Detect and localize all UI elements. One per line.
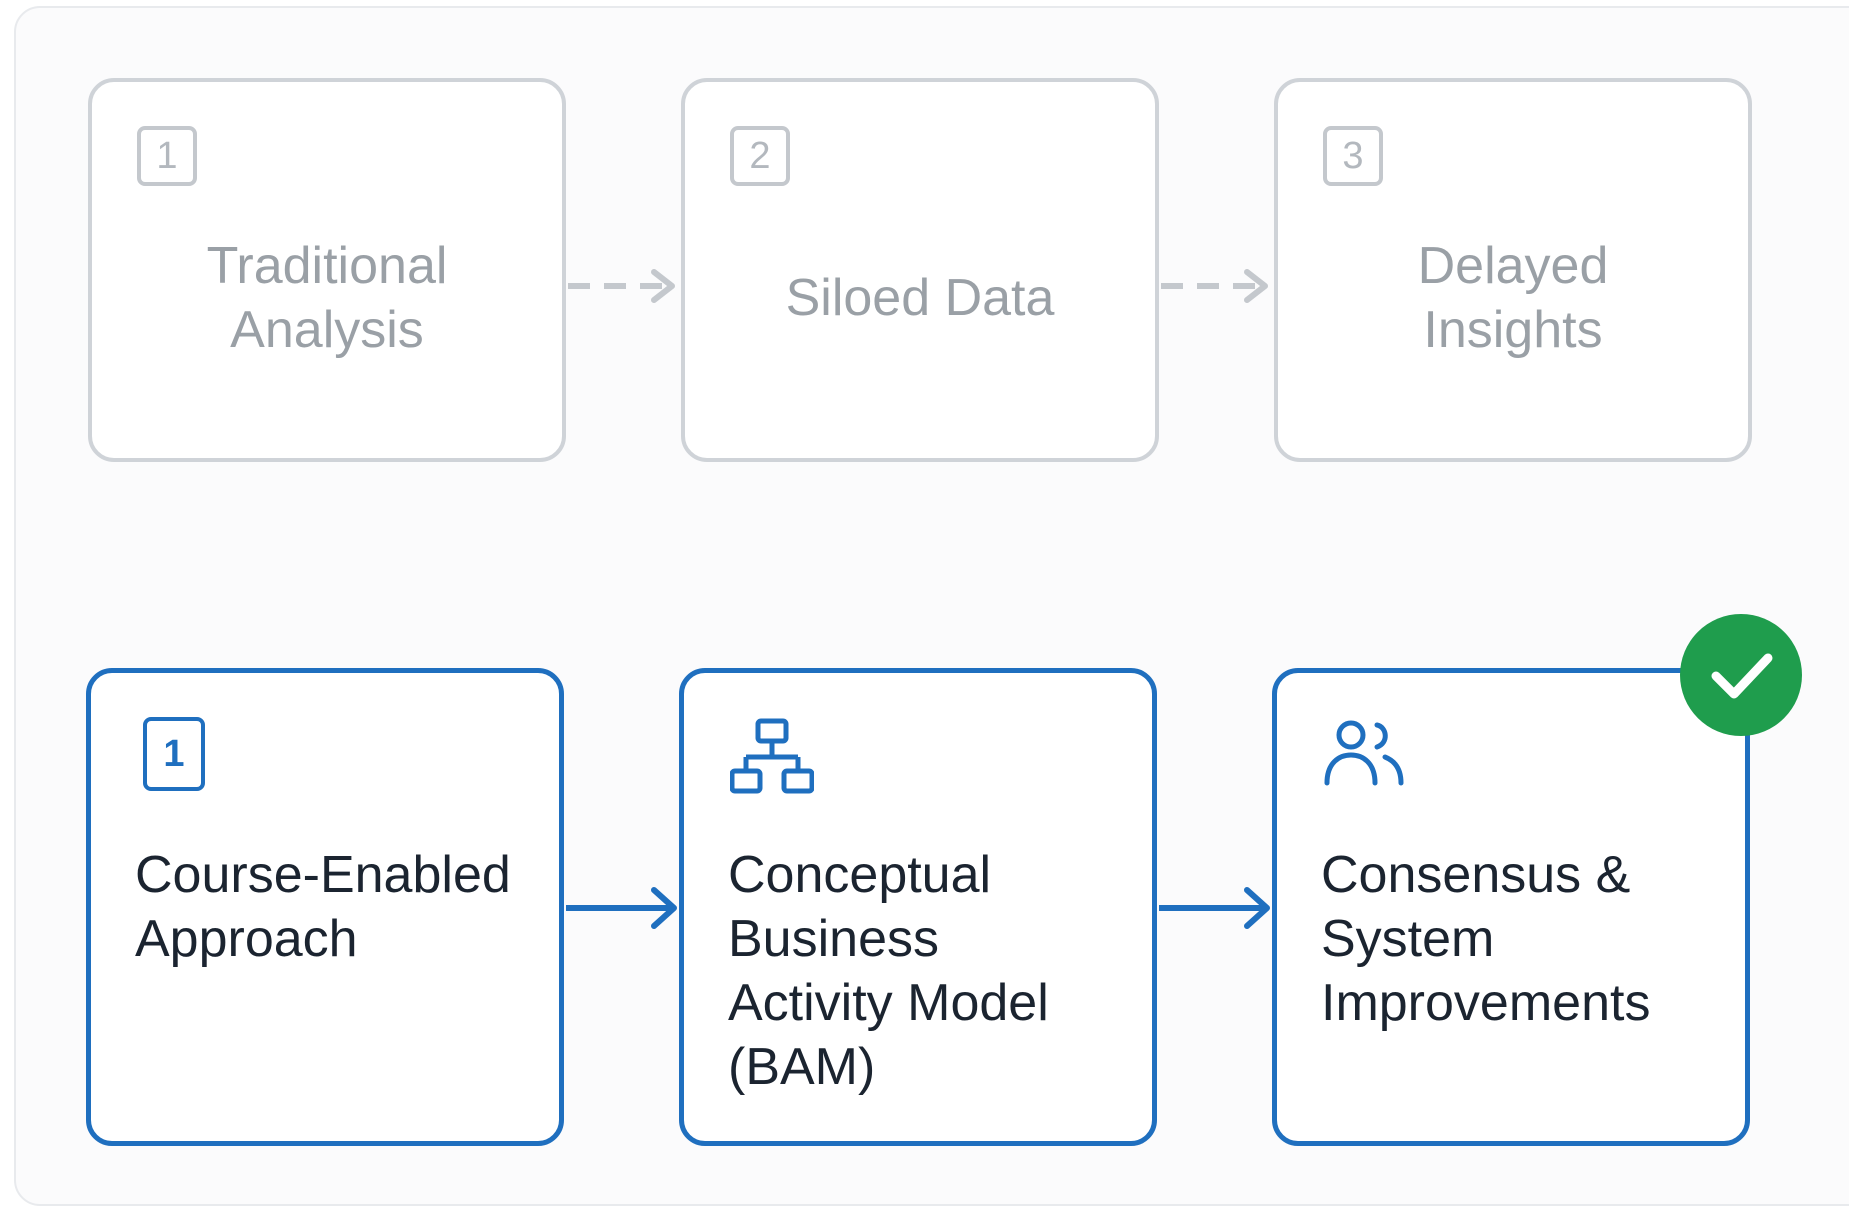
- step-label: Conceptual Business Activity Model (BAM): [728, 846, 1049, 1096]
- step-number-badge: 1: [143, 717, 205, 791]
- step-number-badge: 1: [137, 126, 197, 186]
- legacy-step-1-card: 1 Traditional Analysis: [88, 78, 566, 462]
- modern-step-2-card: Conceptual Business Activity Model (BAM): [679, 668, 1157, 1146]
- step-label: Traditional Analysis: [206, 237, 448, 359]
- solid-arrow-icon: [566, 887, 677, 929]
- users-icon: [1324, 720, 1404, 786]
- step-label: Consensus & System Improvements: [1321, 846, 1651, 1032]
- dashed-arrow-icon: [1161, 269, 1268, 303]
- modern-step-3-card: Consensus & System Improvements: [1272, 668, 1750, 1146]
- completion-badge: [1680, 614, 1802, 736]
- step-label: Siloed Data: [785, 269, 1055, 327]
- step-label: Course-Enabled Approach: [135, 846, 511, 968]
- legacy-step-2-card: 2 Siloed Data: [681, 78, 1159, 462]
- dashed-arrow-icon: [568, 269, 675, 303]
- legacy-step-3-card: 3 Delayed Insights: [1274, 78, 1752, 462]
- hierarchy-icon: [730, 718, 814, 794]
- modern-step-1-card: 1 Course-Enabled Approach: [86, 668, 564, 1146]
- check-icon: [1711, 653, 1773, 699]
- step-number-badge: 3: [1323, 126, 1383, 186]
- step-number-badge: 2: [730, 126, 790, 186]
- step-label: Delayed Insights: [1417, 237, 1609, 359]
- solid-arrow-icon: [1159, 887, 1270, 929]
